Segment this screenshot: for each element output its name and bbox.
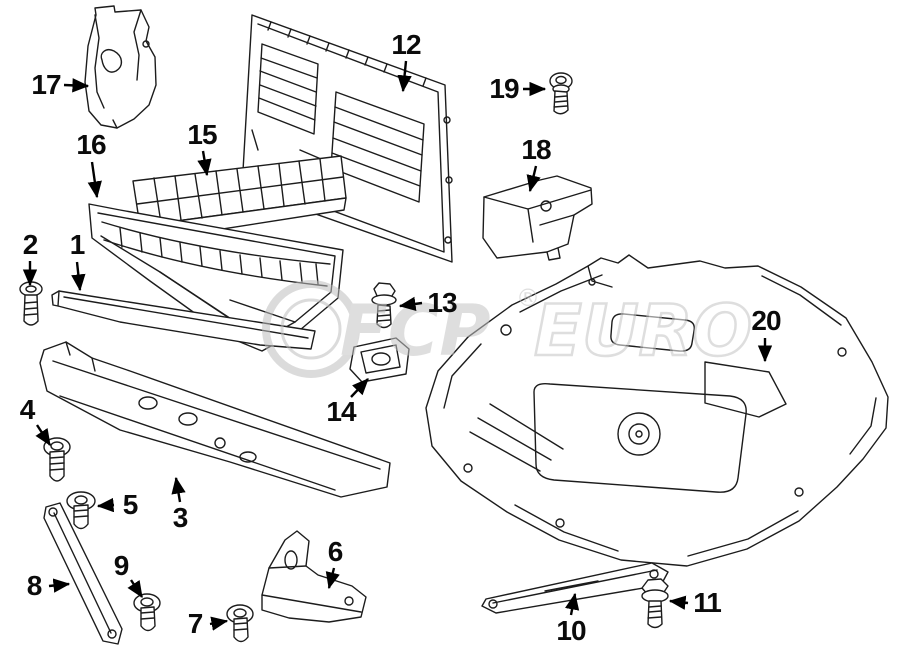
part-20-drawing [425, 254, 889, 567]
callout-6-arrow [325, 567, 340, 590]
callout-4-arrow [35, 424, 52, 447]
callout-8-arrow [48, 578, 71, 593]
callout-3-arrow [171, 476, 186, 503]
callout-1: 1 [69, 229, 86, 260]
part-13-drawing [371, 282, 397, 329]
part-9-drawing [133, 593, 161, 632]
callout-10: 10 [556, 615, 586, 646]
part-7-drawing [226, 604, 254, 643]
part-5-drawing [66, 491, 96, 530]
callout-arrows [22, 60, 773, 631]
part-18-drawing [482, 175, 593, 261]
callout-16: 16 [76, 129, 106, 160]
callout-5-arrow [96, 497, 115, 513]
callout-13-arrow [398, 296, 423, 312]
callout-11-arrow [668, 595, 689, 610]
callout-9: 9 [113, 550, 130, 581]
callout-10-arrow [565, 592, 580, 616]
callout-18-arrow [526, 165, 541, 193]
callout-4: 4 [19, 394, 36, 425]
callout-6: 6 [327, 536, 344, 567]
part-2-drawing [19, 281, 43, 326]
callout-16-arrow [87, 161, 102, 199]
callout-1-arrow [71, 261, 86, 292]
part-6-drawing [261, 530, 367, 623]
callout-5: 5 [122, 489, 139, 520]
callout-7-arrow [209, 616, 229, 631]
callout-12-arrow [397, 60, 412, 93]
callout-17-arrow [63, 78, 90, 93]
callout-14-arrow [350, 378, 369, 398]
fcp-euro-watermark: FCP ® EURO [262, 280, 753, 378]
callout-7: 7 [187, 608, 204, 639]
watermark-fcp: FCP [340, 290, 491, 372]
callout-18: 18 [521, 134, 551, 165]
callout-15: 15 [187, 119, 217, 150]
callout-20: 20 [751, 305, 781, 336]
part-8-drawing [43, 502, 123, 645]
callout-15-arrow [197, 150, 212, 177]
part-4-drawing [43, 437, 71, 482]
callout-8: 8 [26, 570, 43, 601]
callout-17: 17 [31, 69, 61, 100]
callout-19: 19 [489, 73, 519, 104]
watermark-euro: EURO [534, 290, 752, 372]
callout-3: 3 [172, 502, 189, 533]
part-17-drawing [84, 5, 157, 129]
part-19-drawing [549, 72, 573, 115]
watermark-reg: ® [516, 284, 540, 312]
callout-14: 14 [326, 396, 356, 427]
part-10-drawing [481, 562, 669, 614]
callout-2: 2 [22, 229, 39, 260]
callout-13: 13 [427, 287, 457, 318]
callout-12: 12 [391, 29, 421, 60]
callout-9-arrow [127, 579, 144, 599]
callout-11: 11 [693, 587, 722, 618]
part-14-drawing [349, 337, 410, 383]
part-11-drawing [641, 578, 669, 629]
part-3-drawing [39, 341, 391, 498]
